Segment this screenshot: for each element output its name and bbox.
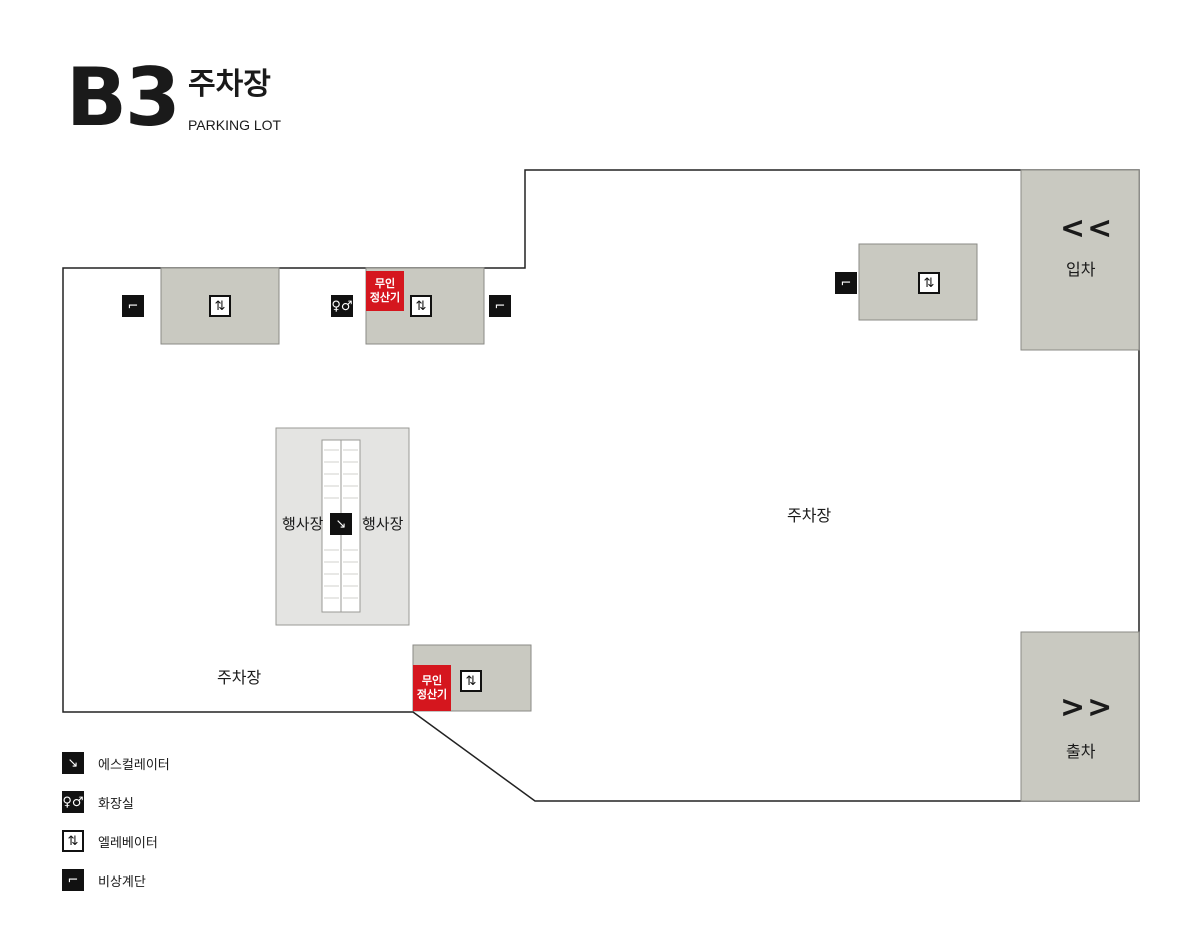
escalator-icon: ↘ [62, 752, 84, 774]
kiosk-bottom-line1: 무인 [421, 674, 443, 688]
legend-label: 엘레베이터 [98, 835, 158, 851]
stairs-icon: ⌐ [489, 295, 511, 317]
legend-item-elevator: ⇅ 엘레베이터 [62, 830, 170, 852]
kiosk-top: 무인 정산기 [366, 271, 404, 311]
parking-label-left: 주차장 [217, 668, 262, 687]
elevator-icon: ⇅ [62, 830, 84, 852]
legend-label: 에스컬레이터 [98, 757, 170, 773]
kiosk-bottom-line2: 정산기 [416, 688, 448, 701]
floor-outline [62, 169, 1140, 802]
floor-number: B3 [66, 51, 181, 144]
floor-title: 주차장 [188, 67, 271, 102]
escalator-icon: ↘ [330, 513, 352, 535]
event-hall-label-left: 행사장 [282, 515, 324, 533]
stairs-icon: ⌐ [835, 272, 857, 294]
entry-gate-area [1020, 169, 1140, 351]
entry-label: 입차 [1066, 260, 1096, 279]
legend-item-restroom: ♀♂ 화장실 [62, 791, 170, 813]
elevator-icon: ⇅ [209, 295, 231, 317]
event-hall-label-right: 행사장 [362, 515, 404, 533]
legend-item-escalator: ↘ 에스컬레이터 [62, 752, 170, 774]
kiosk-top-line1: 무인 [374, 277, 396, 291]
legend-label: 화장실 [98, 796, 134, 812]
elevator-icon: ⇅ [918, 272, 940, 294]
parking-label-main: 주차장 [787, 506, 832, 525]
elevator-icon: ⇅ [460, 670, 482, 692]
elevator-icon: ⇅ [410, 295, 432, 317]
exit-gate-area [1020, 631, 1140, 802]
kiosk-bottom: 무인 정산기 [413, 665, 451, 711]
legend-item-stairs: ⌐ 비상계단 [62, 869, 170, 891]
legend: ↘ 에스컬레이터 ♀♂ 화장실 ⇅ 엘레베이터 ⌐ 비상계단 [62, 752, 170, 908]
restroom-icon: ♀♂ [331, 295, 353, 317]
stairs-icon: ⌐ [62, 869, 84, 891]
stairs-icon: ⌐ [122, 295, 144, 317]
exit-arrow-icon: >> [1060, 690, 1115, 725]
kiosk-top-line2: 정산기 [369, 291, 401, 304]
entry-arrow-icon: << [1060, 211, 1115, 246]
legend-label: 비상계단 [98, 874, 146, 890]
exit-label: 출차 [1066, 742, 1096, 761]
floor-subtitle: PARKING LOT [188, 117, 282, 133]
restroom-icon: ♀♂ [62, 791, 84, 813]
